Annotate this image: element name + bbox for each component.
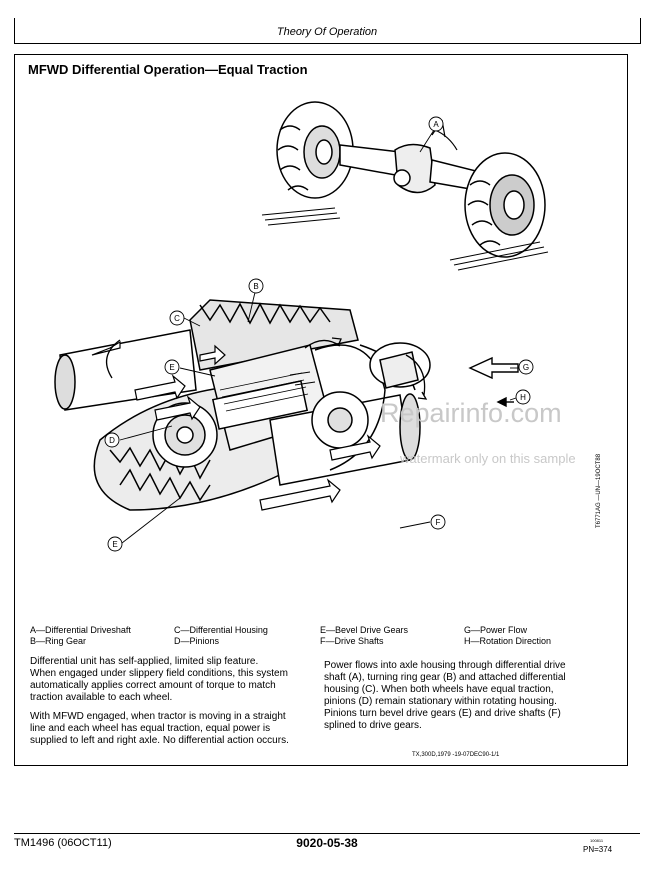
footer-date-code: 100811 [590,838,604,843]
leader-lines [119,129,520,544]
legend-column-3: E—Bevel Drive Gears F—Drive Shafts [320,625,408,647]
differential-illustration: A B C E D E F G H [54,101,549,552]
legend-item-g: G—Power Flow [464,625,528,635]
text-line: supplied to left and right axle. No diff… [30,735,289,746]
legend-column-4: G—Power Flow H—Rotation Direction [464,625,551,647]
callout-b: B [253,282,258,291]
text-line: traction available to each wheel. [30,692,173,703]
callout-d: D [109,436,115,445]
content-box [14,54,628,766]
legend-item-b: B—Ring Gear [30,636,87,646]
callout-c: C [174,314,180,323]
legend-item-d: D—Pinions [174,636,220,646]
legend-column-2: C—Differential Housing D—Pinions [174,625,268,647]
section-title: MFWD Differential Operation—Equal Tracti… [28,62,308,77]
text-line: shaft (A), turning ring gear (B) and att… [324,672,566,683]
callout-f: F [436,518,441,527]
header-tick-left [14,18,15,44]
callout-g: G [523,363,529,372]
tractor-axle-drawing [276,101,546,258]
text-line: Power flows into axle housing through di… [324,660,566,671]
legend-item-h: H—Rotation Direction [464,636,552,646]
header-tick-right [640,18,641,44]
callout-letters: A B C E D E F G H [109,120,529,549]
legend-item-f: F—Drive Shafts [320,636,384,646]
text-line: When engaged under slippery field condit… [30,668,288,679]
page-number: 9020-05-38 [296,836,358,850]
paragraph-power-flow: Power flows into axle housing through di… [324,660,604,732]
differential-cutaway-drawing [54,299,431,511]
callout-labels [104,116,534,552]
callout-e-lower: E [112,540,117,549]
footer-rule [14,833,640,834]
paragraph-limited-slip: Differential unit has self-applied, limi… [30,656,310,704]
header-rule [14,43,640,44]
figure-id: T6771AG —UN—19OCT88 [596,453,602,528]
legend-item-c: C—Differential Housing [174,625,268,635]
text-line: housing (C). When both wheels have equal… [324,684,554,695]
legend-item-a: A—Differential Driveshaft [30,625,131,635]
ground-hatching-left [261,207,341,226]
paragraph-mfwd-engaged: With MFWD engaged, when tractor is movin… [30,711,315,747]
manual-id: TM1496 (06OCT11) [14,837,112,849]
power-flow-arrows [91,340,381,511]
rotation-arrows [105,337,428,400]
text-line: splined to drive gears. [324,720,422,731]
watermark-site: Repairinfo.com [380,398,562,428]
ground-hatching-right [449,241,549,271]
text-line: Differential unit has self-applied, limi… [30,656,259,667]
legend-column-1: A—Differential Driveshaft B—Ring Gear [30,625,131,647]
text-line: Pinions turn bevel drive gears (E) and d… [324,708,561,719]
text-line: With MFWD engaged, when tractor is movin… [30,711,286,722]
text-line: automatically applies correct amount of … [30,680,276,691]
callout-a: A [433,120,439,129]
text-line: line and each wheel has equal traction, … [30,723,271,734]
callout-e-upper: E [169,363,174,372]
reference-code: TX,300D,1979 -19-07DEC90-1/1 [412,752,500,758]
callout-h: H [520,393,526,402]
page-header-title: Theory Of Operation [276,26,378,38]
watermark-note: watermark only on this sample [400,451,576,466]
print-number: PN=374 [583,845,613,854]
text-line: pinions (D) remain stationary within rot… [324,696,557,707]
rotation-direction-h-arrow [496,396,514,408]
legend-item-e: E—Bevel Drive Gears [320,625,409,635]
